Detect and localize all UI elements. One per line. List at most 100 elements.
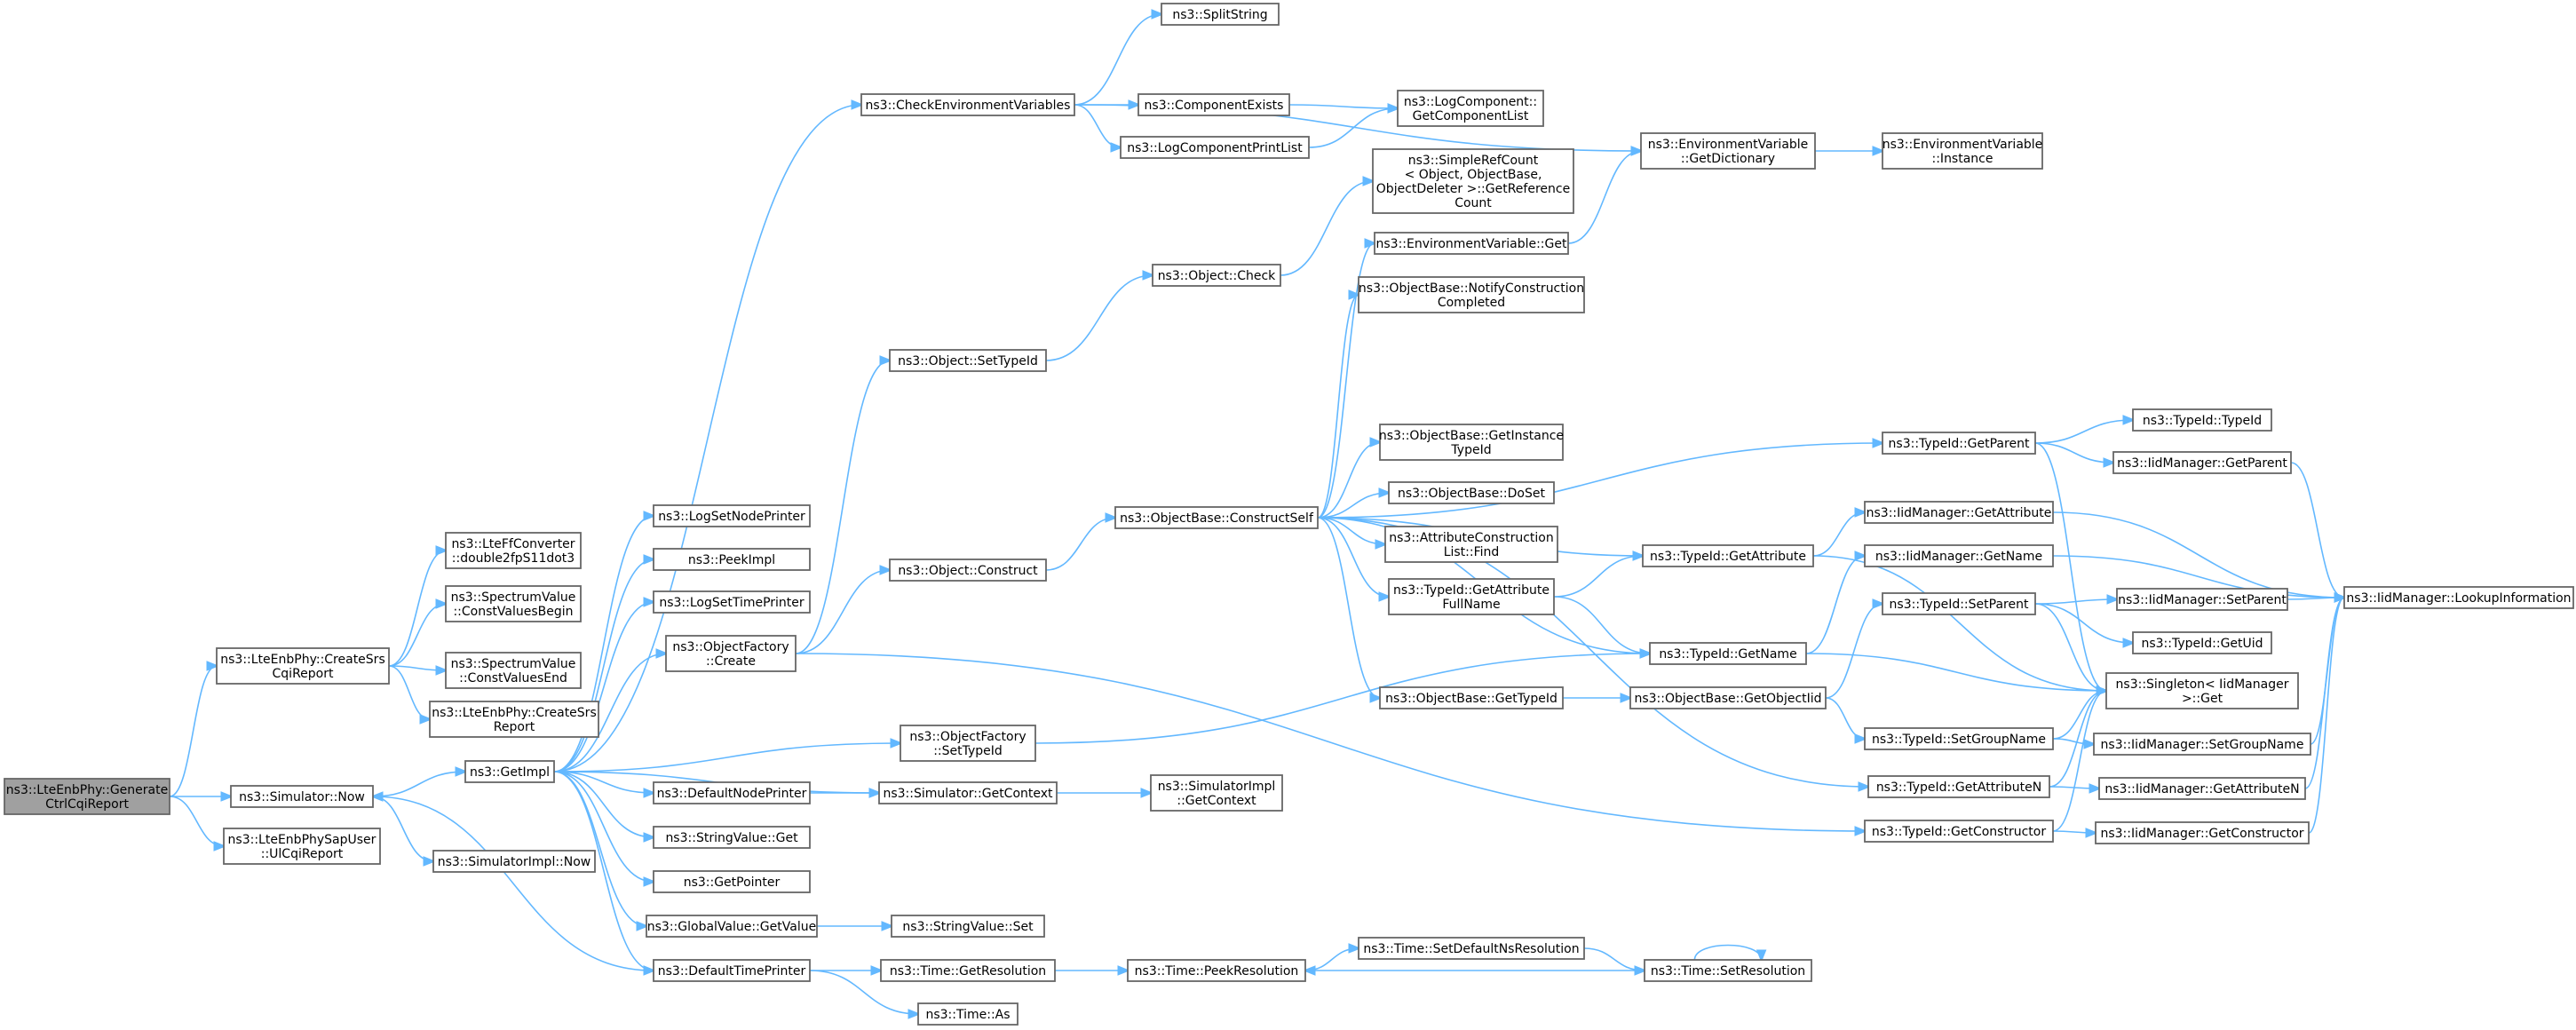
function-node[interactable]: ns3::SimulatorImpl::Now: [432, 850, 596, 873]
function-node[interactable]: ns3::SimulatorImpl::GetContext: [1150, 774, 1283, 812]
function-node[interactable]: ns3::Time::PeekResolution: [1127, 959, 1306, 982]
function-node[interactable]: ns3::DefaultNodePrinter: [653, 781, 811, 804]
function-node[interactable]: ns3::EnvironmentVariable::Instance: [1882, 132, 2043, 170]
function-node[interactable]: ns3::GetPointer: [653, 870, 811, 893]
function-node[interactable]: ns3::TypeId::SetParent: [1882, 592, 2036, 615]
function-node[interactable]: ns3::CheckEnvironmentVariables: [860, 93, 1075, 116]
node-box[interactable]: [1150, 774, 1283, 812]
node-box[interactable]: [1864, 727, 2054, 750]
node-box[interactable]: [2098, 777, 2306, 800]
node-box[interactable]: [2112, 451, 2292, 474]
function-node[interactable]: ns3::IidManager::GetAttributeN: [2098, 777, 2306, 800]
node-box[interactable]: [2105, 672, 2299, 709]
function-node[interactable]: ns3::ComponentExists: [1137, 93, 1290, 116]
node-box[interactable]: [891, 915, 1045, 938]
node-box[interactable]: [1374, 232, 1569, 255]
node-box[interactable]: [1379, 424, 1564, 461]
function-node[interactable]: ns3::Simulator::GetContext: [878, 781, 1058, 804]
function-node[interactable]: ns3::Time::GetResolution: [880, 959, 1056, 982]
function-node[interactable]: ns3::IidManager::SetGroupName: [2093, 733, 2311, 756]
function-node[interactable]: ns3::SpectrumValue::ConstValuesEnd: [445, 652, 582, 689]
function-node[interactable]: ns3::TypeId::SetGroupName: [1864, 727, 2054, 750]
node-box[interactable]: [1864, 544, 2054, 567]
function-node[interactable]: ns3::Object::SetTypeId: [889, 349, 1047, 372]
node-box[interactable]: [880, 959, 1056, 982]
node-box[interactable]: [653, 781, 811, 804]
function-node[interactable]: ns3::ObjectFactory::Create: [665, 635, 797, 672]
node-box[interactable]: [1864, 820, 2054, 843]
function-node[interactable]: ns3::DefaultTimePrinter: [653, 959, 811, 982]
node-box[interactable]: [2116, 588, 2288, 611]
node-box[interactable]: [1649, 642, 1807, 665]
node-box[interactable]: [2095, 821, 2310, 844]
function-node[interactable]: ns3::Time::SetResolution: [1644, 959, 1812, 982]
function-node[interactable]: ns3::ObjectBase::DoSet: [1388, 481, 1555, 504]
function-node[interactable]: ns3::Time::SetDefaultNsResolution: [1358, 937, 1585, 960]
node-box[interactable]: [216, 647, 390, 685]
function-node[interactable]: ns3::LteEnbPhySapUser::UlCqiReport: [223, 828, 381, 865]
function-node[interactable]: ns3::IidManager::GetParent: [2112, 451, 2292, 474]
node-box[interactable]: [1120, 136, 1310, 159]
function-node[interactable]: ns3::TypeId::GetParent: [1882, 432, 2036, 455]
node-box[interactable]: [1640, 132, 1816, 170]
function-node[interactable]: ns3::LogSetTimePrinter: [653, 590, 811, 614]
root-node-box[interactable]: [4, 778, 170, 815]
node-box[interactable]: [1629, 686, 1827, 709]
node-box[interactable]: [900, 725, 1036, 762]
node-box[interactable]: [1388, 481, 1555, 504]
function-node[interactable]: ns3::ObjectBase::NotifyConstructionCompl…: [1358, 276, 1585, 313]
function-node[interactable]: ns3::ObjectBase::GetTypeId: [1379, 686, 1564, 709]
node-box[interactable]: [230, 785, 374, 808]
function-node[interactable]: ns3::SimpleRefCount< Object, ObjectBase,…: [1372, 148, 1574, 214]
node-box[interactable]: [464, 760, 555, 783]
node-box[interactable]: [665, 635, 797, 672]
function-node[interactable]: ns3::ObjectBase::ConstructSelf: [1114, 506, 1319, 529]
function-node[interactable]: ns3::PeekImpl: [653, 548, 811, 571]
function-node[interactable]: ns3::LteFfConverter::double2fpS11dot3: [445, 532, 582, 569]
function-node[interactable]: ns3::IidManager::GetAttribute: [1864, 501, 2054, 524]
function-node[interactable]: ns3::LogComponentPrintList: [1120, 136, 1310, 159]
node-box[interactable]: [2132, 631, 2272, 654]
function-node[interactable]: ns3::GetImpl: [464, 760, 555, 783]
node-box[interactable]: [1642, 544, 1814, 567]
function-node[interactable]: ns3::Time::As: [917, 1002, 1019, 1026]
node-box[interactable]: [1644, 959, 1812, 982]
node-box[interactable]: [1864, 501, 2054, 524]
node-box[interactable]: [1388, 578, 1555, 615]
node-box[interactable]: [646, 915, 818, 938]
function-node[interactable]: ns3::TypeId::GetAttributeN: [1867, 775, 2050, 798]
node-box[interactable]: [1882, 432, 2036, 455]
node-box[interactable]: [1379, 686, 1564, 709]
function-node[interactable]: ns3::SpectrumValue::ConstValuesBegin: [445, 585, 582, 622]
node-box[interactable]: [889, 349, 1047, 372]
node-box[interactable]: [653, 870, 811, 893]
function-node[interactable]: ns3::Object::Construct: [889, 559, 1047, 582]
function-node[interactable]: ns3::ObjectFactory::SetTypeId: [900, 725, 1036, 762]
node-box[interactable]: [429, 701, 599, 738]
function-node[interactable]: ns3::IidManager::GetName: [1864, 544, 2054, 567]
function-node[interactable]: ns3::SplitString: [1161, 3, 1280, 26]
node-box[interactable]: [432, 850, 596, 873]
node-box[interactable]: [1397, 90, 1544, 127]
node-box[interactable]: [878, 781, 1058, 804]
node-box[interactable]: [1358, 937, 1585, 960]
node-box[interactable]: [445, 532, 582, 569]
function-node[interactable]: ns3::EnvironmentVariable::Get: [1374, 232, 1569, 255]
node-box[interactable]: [1152, 264, 1281, 287]
function-node[interactable]: ns3::StringValue::Set: [891, 915, 1045, 938]
node-box[interactable]: [1137, 93, 1290, 116]
node-box[interactable]: [653, 959, 811, 982]
node-box[interactable]: [917, 1002, 1019, 1026]
function-node[interactable]: ns3::StringValue::Get: [653, 826, 811, 849]
function-node[interactable]: ns3::IidManager::GetConstructor: [2095, 821, 2310, 844]
node-box[interactable]: [1882, 592, 2036, 615]
node-box[interactable]: [2132, 408, 2272, 432]
function-node[interactable]: ns3::ObjectBase::GetObjectIid: [1629, 686, 1827, 709]
node-box[interactable]: [223, 828, 381, 865]
node-box[interactable]: [1127, 959, 1306, 982]
function-node[interactable]: ns3::TypeId::GetConstructor: [1864, 820, 2054, 843]
node-box[interactable]: [1867, 775, 2050, 798]
